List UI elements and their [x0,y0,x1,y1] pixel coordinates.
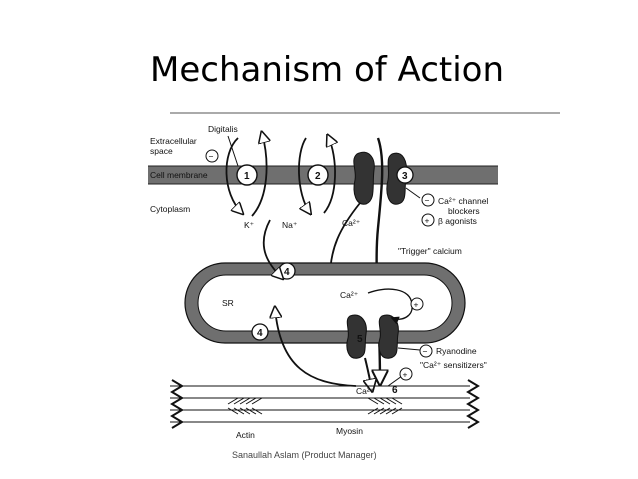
label-number-2: 2 [315,171,321,182]
label-extracellular: Extracellular [150,136,197,146]
ryanodine-pointer [397,347,421,351]
sr-channel-left [346,314,367,359]
ryanodine-minus-sign: − [423,347,428,357]
label-number-5: 5 [357,334,363,345]
label-beta-agonists: β agonists [438,216,477,226]
z-line-right [466,379,480,429]
pump-1-arrow-out [251,133,267,217]
diagram-svg: − − + + − + 1 2 3 4 4 5 6 Digitalis Extr… [148,112,560,440]
sensitizers-pointer [387,375,403,387]
ca-channel-left [353,151,375,205]
label-number-1: 1 [244,171,250,182]
sensitizer-plus-sign: + [403,370,408,380]
uptake-arrow-into-sr [262,219,282,278]
label-trigger-calcium: "Trigger" calcium [398,246,462,256]
label-sr: SR [222,298,234,308]
mechanism-diagram: − − + + − + 1 2 3 4 4 5 6 Digitalis Extr… [110,108,570,448]
myosin-heads-right [367,397,403,415]
label-cell-membrane: Cell membrane [150,170,208,180]
ca-channel-right [386,152,407,205]
label-ca-sensitizers: "Ca²⁺ sensitizers" [420,360,487,370]
release-arrow [365,357,372,390]
label-ca-ion-top: Ca²⁺ [342,218,361,228]
digitalis-minus-sign: − [209,152,214,162]
blocker-minus-circle [421,193,435,207]
label-ca-ion-bottom: Ca²⁺ [356,386,375,396]
label-k-ion: K⁺ [244,220,255,230]
slide-title: Mechanism of Action [150,50,505,90]
digitalis-minus-circle [205,149,219,163]
pump-1-circle [236,164,258,186]
label-myosin: Myosin [336,426,363,436]
label-number-3: 3 [402,171,408,182]
channel-3-circle [396,166,414,184]
label-na-ion: Na⁺ [282,220,298,230]
label-ca-channel-blockers-2: blockers [448,206,480,216]
ryanodine-minus-circle [419,344,433,358]
label-actin: Actin [236,430,255,440]
sensitizer-plus-circle [399,367,413,381]
exchanger-2-circle [307,164,329,186]
uptake-arrow-from-bottom [275,308,357,387]
beta-plus-sign: + [425,216,430,226]
pump-1-arrow-in [225,137,242,213]
sr-channel-right [378,314,399,359]
exchanger-2-arrow-in [298,137,310,213]
label-number-4b: 4 [257,328,263,339]
label-space: space [150,146,173,156]
z-line-left [170,379,184,429]
label-number-4a: 4 [284,267,290,278]
label-ca-ion-sr: Ca²⁺ [340,290,359,300]
label-ryanodine: Ryanodine [436,346,477,356]
blocker-minus-sign: − [425,196,430,206]
beta-plus-circle [421,213,435,227]
sr-plus-sign: + [414,300,419,310]
label-number-6: 6 [392,385,398,396]
uptake-4b-circle [251,323,269,341]
label-cytoplasm: Cytoplasm [150,204,190,214]
slide-footer: Sanaullah Aslam (Product Manager) [232,450,377,460]
label-ca-channel-blockers-1: Ca²⁺ channel [438,196,488,206]
myosin-heads-left [227,397,263,415]
label-digitalis: Digitalis [208,124,238,134]
blocker-pointer [405,187,421,199]
sr-plus-circle [410,297,424,311]
exchanger-2-arrow-out [323,136,335,214]
digitalis-line [227,135,239,167]
